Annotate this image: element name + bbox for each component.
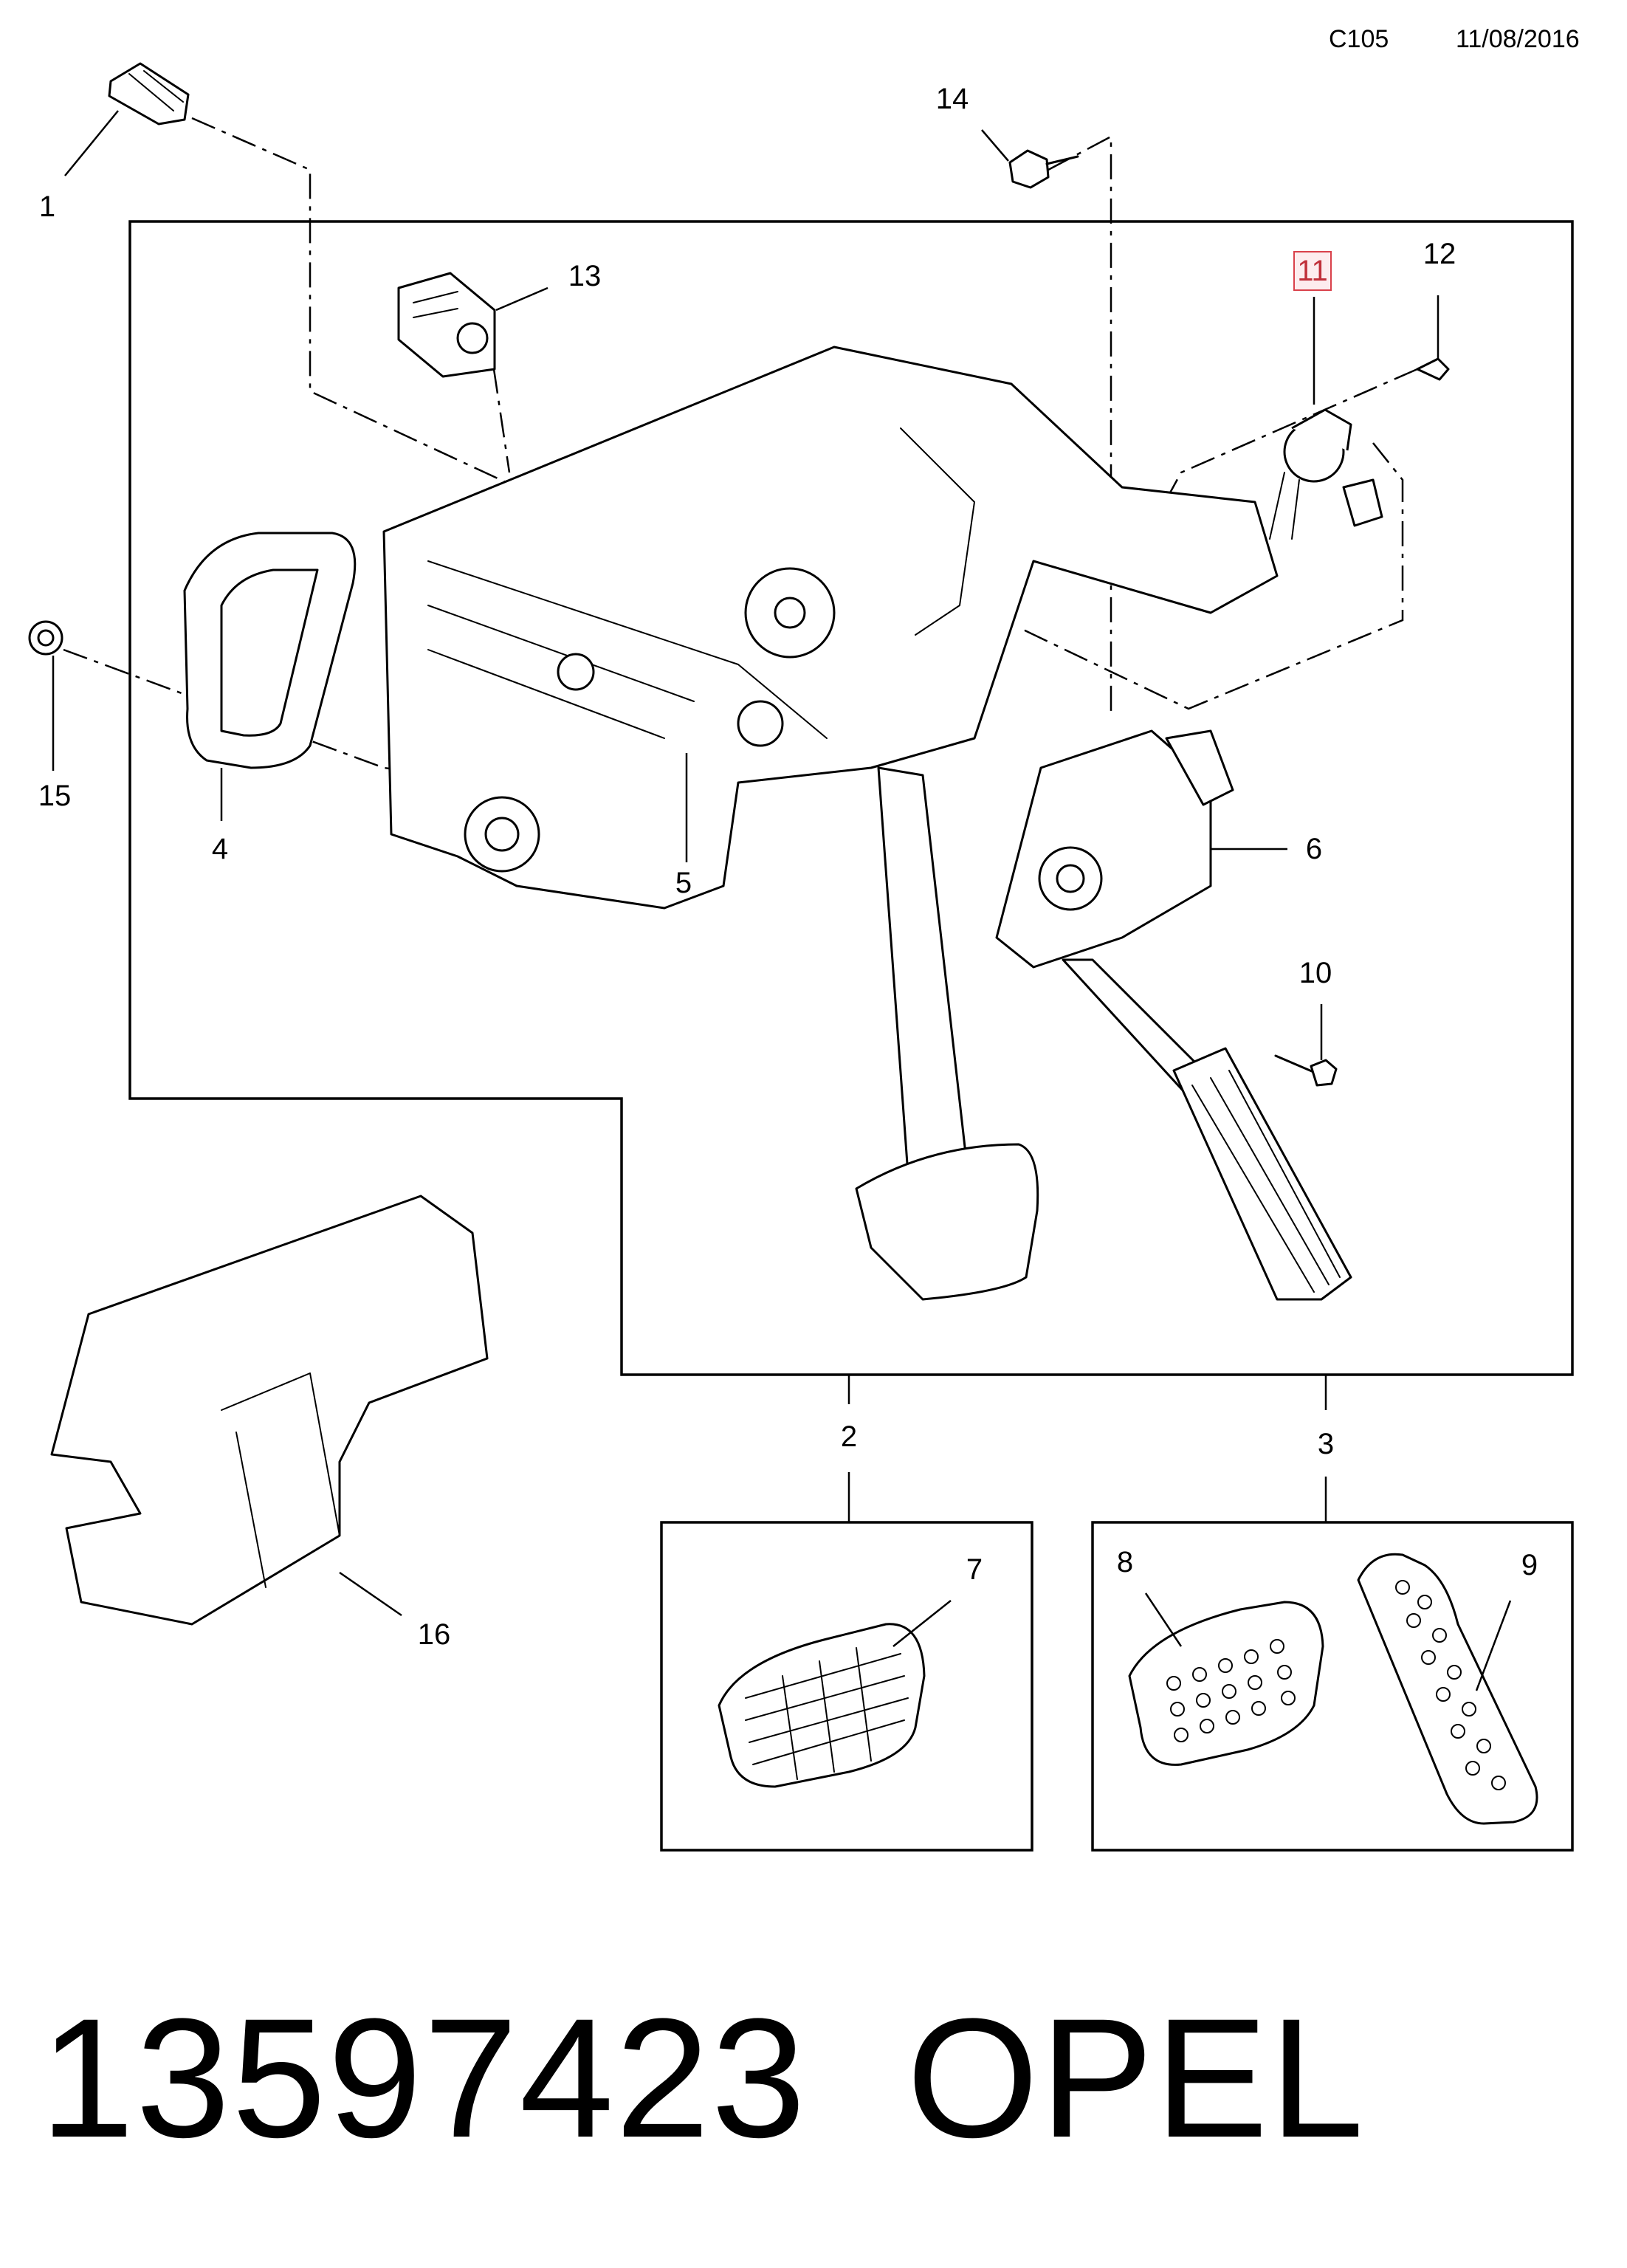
callout-6[interactable]: 6 (1305, 833, 1323, 865)
part-12-screw (1416, 295, 1450, 381)
callout-13[interactable]: 13 (568, 260, 602, 292)
clutch-pedal-arm (855, 766, 1039, 1301)
callout-7[interactable]: 7 (966, 1553, 983, 1586)
callout-9[interactable]: 9 (1521, 1549, 1538, 1581)
brand-name: OPEL (907, 1983, 1366, 2173)
callout-3[interactable]: 3 (1317, 1428, 1335, 1460)
callout-5[interactable]: 5 (675, 867, 692, 899)
part-6-accelerator-module (995, 729, 1234, 969)
part-5-pedal-bracket (382, 346, 1279, 910)
part-4-gasket (183, 532, 357, 769)
part-13-switch (397, 272, 496, 378)
part-number: 13597423 (40, 1983, 808, 2173)
callout-12[interactable]: 12 (1423, 238, 1456, 270)
main-assembly-frame (128, 220, 1574, 1376)
inset-box-2 (660, 1521, 1033, 1852)
callout-14[interactable]: 14 (935, 83, 969, 115)
inset-box-3 (1091, 1521, 1574, 1852)
part-8-brake-pad (1128, 1601, 1324, 1766)
callout-15[interactable]: 15 (38, 780, 72, 812)
part-16-cover (50, 1195, 489, 1626)
part-9-accelerator-pad (1357, 1553, 1538, 1825)
part-15-nut (28, 620, 63, 771)
callout-1[interactable]: 1 (38, 190, 56, 223)
callout-4[interactable]: 4 (211, 833, 229, 865)
callout-10[interactable]: 10 (1298, 957, 1332, 989)
part-1-plug (108, 62, 190, 126)
part-11-sensor (1269, 408, 1383, 540)
accelerator-pedal-arm (1062, 958, 1352, 1301)
part-14-screw (1008, 149, 1079, 189)
callout-2[interactable]: 2 (840, 1420, 858, 1453)
part-10-bolt (1274, 1054, 1338, 1087)
part-7-clutch-pad (718, 1623, 926, 1788)
callout-11-highlighted[interactable]: 11 (1293, 251, 1332, 291)
diagram-date: 11/08/2016 (1456, 25, 1580, 53)
callout-8[interactable]: 8 (1116, 1546, 1134, 1578)
callout-16[interactable]: 16 (417, 1618, 451, 1651)
diagram-code: C105 (1329, 25, 1389, 53)
